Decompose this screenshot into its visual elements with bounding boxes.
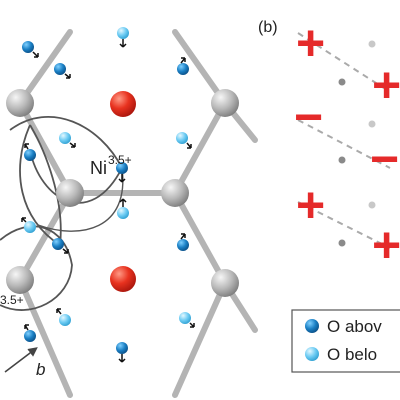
cation-atom xyxy=(110,91,136,117)
ni-atom xyxy=(6,89,34,117)
ni-charge-superscript-left: 3.5+ xyxy=(0,293,24,307)
ni-label-text: Ni xyxy=(90,158,107,178)
dot-light xyxy=(368,201,376,209)
oxygen-above xyxy=(22,41,34,53)
legend-label-o-above: O abov xyxy=(327,317,382,336)
dot-dark xyxy=(338,156,346,164)
legend: O abov O belo xyxy=(291,309,400,373)
charge-sign: + xyxy=(372,57,400,113)
oxygen-above xyxy=(54,63,66,75)
ni-charge-superscript: 3.5+ xyxy=(108,153,132,167)
dot-light xyxy=(368,120,376,128)
ni-atom xyxy=(211,269,239,297)
charge-sign: + xyxy=(296,177,325,233)
oxygen-above xyxy=(24,149,36,161)
oxygen-above xyxy=(52,238,64,250)
charge-sign: − xyxy=(370,131,399,187)
b-axis: b xyxy=(4,347,45,379)
charge-sign: − xyxy=(294,89,323,145)
ni-atom xyxy=(161,179,189,207)
dot-light xyxy=(368,40,376,48)
oxygen-below xyxy=(179,312,191,324)
cation-atoms xyxy=(110,91,136,292)
panel-b-dashed-lines xyxy=(297,32,391,249)
oxygen-above xyxy=(177,239,189,251)
panel-b-charges: + + − − + + xyxy=(294,15,400,273)
ni-atoms xyxy=(6,89,239,297)
cation-atom xyxy=(110,266,136,292)
oxygen-above xyxy=(177,63,189,75)
displacement-arrows xyxy=(21,39,195,363)
oxygen-above xyxy=(116,342,128,354)
oxygen-above xyxy=(24,330,36,342)
b-axis-arrow xyxy=(4,347,38,373)
oxygen-below xyxy=(117,27,129,39)
ni-atom xyxy=(56,179,84,207)
ni-atom xyxy=(211,89,239,117)
legend-swatch-o-above xyxy=(305,319,319,333)
dot-dark xyxy=(338,239,346,247)
legend-label-o-below: O belo xyxy=(327,345,377,364)
panel-b-label: (b) xyxy=(258,19,278,36)
dot-dark xyxy=(338,78,346,86)
oxygen-below xyxy=(117,207,129,219)
oxygen-above xyxy=(116,162,128,174)
b-axis-label: b xyxy=(36,360,45,379)
oxygen-atoms xyxy=(22,27,191,354)
oxygen-below xyxy=(59,314,71,326)
charge-sign: + xyxy=(296,15,325,71)
charge-sign: + xyxy=(372,217,400,273)
oxygen-below xyxy=(24,221,36,233)
legend-swatch-o-below xyxy=(305,347,319,361)
ni-label: Ni 3.5+ xyxy=(90,153,132,178)
ni-atom xyxy=(6,266,34,294)
honeycomb-bonds xyxy=(17,29,258,398)
oxygen-below xyxy=(59,132,71,144)
oxygen-below xyxy=(176,132,188,144)
panel-b-dots xyxy=(338,40,376,247)
